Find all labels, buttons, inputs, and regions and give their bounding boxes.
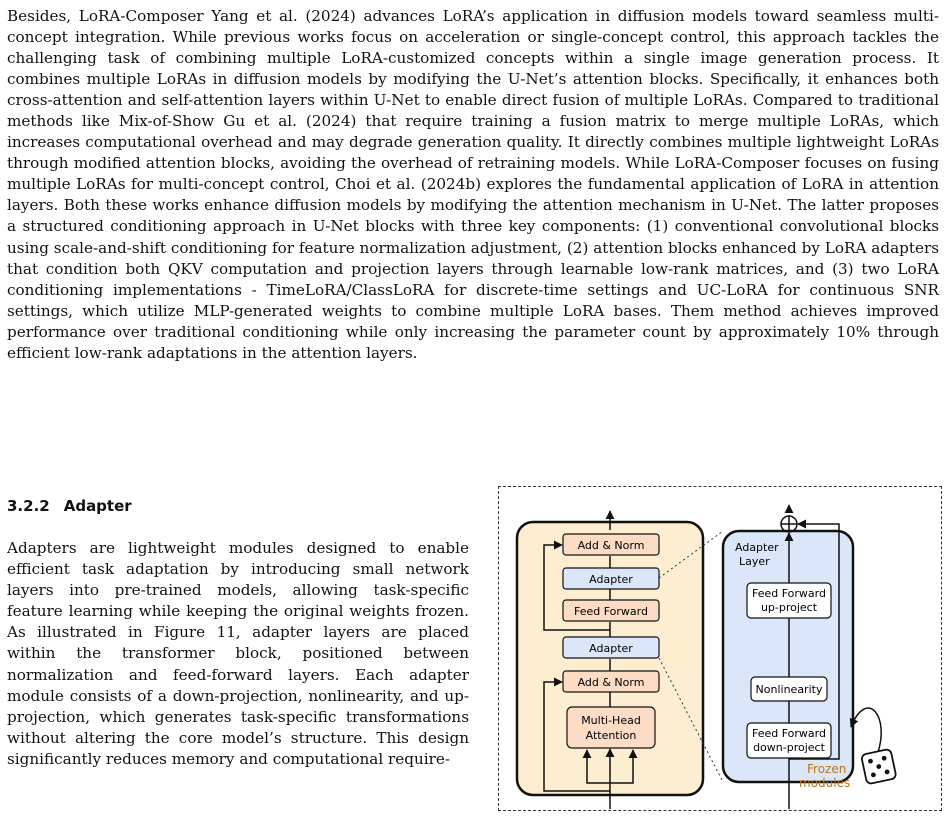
up-project-line1: Feed Forward	[752, 587, 826, 600]
feed-forward-box	[562, 599, 660, 622]
down-project-line1: Feed Forward	[752, 727, 826, 740]
add-norm-bottom-label: Add & Norm	[578, 676, 645, 689]
attention-input-arrow	[610, 749, 638, 784]
up-project-line2: up-project	[761, 601, 818, 614]
attention-label-line1: Multi-Head	[581, 714, 641, 727]
zoom-line	[658, 530, 724, 579]
zoom-line	[658, 657, 724, 783]
adapter-diagram: Add & Norm Adapter Feed Forward Adapter …	[515, 504, 897, 809]
add-norm-bottom-box	[562, 670, 660, 693]
frozen-dice-icon	[861, 748, 897, 785]
adapter-top-label: Adapter	[589, 573, 633, 586]
residual-connection-lower	[543, 677, 610, 792]
down-project-line2: down-project	[753, 741, 826, 754]
adapter-bottom-label: Adapter	[589, 642, 633, 655]
frozen-label-line2: modules	[799, 776, 850, 790]
adapter-skip-connection	[789, 519, 840, 760]
add-norm-top-box	[562, 533, 660, 556]
frozen-label-line1: Frozen	[807, 762, 846, 776]
frozen-pointer-arrow	[849, 707, 882, 756]
adapter-layer-label-line1: Adapter	[735, 541, 779, 554]
residual-connection-upper	[543, 540, 610, 631]
add-norm-top-label: Add & Norm	[578, 539, 645, 552]
body-paragraph-lora: Besides, LoRA-Composer Yang et al. (2024…	[7, 7, 939, 362]
feed-forward-label: Feed Forward	[574, 605, 648, 618]
adapter-top-box	[562, 567, 660, 590]
attention-input-arrow	[582, 749, 610, 784]
attention-label-line2: Attention	[586, 729, 637, 742]
up-project-box	[746, 582, 832, 619]
adapter-layer-label-line2: Layer	[739, 555, 770, 568]
section-title: Adapter	[63, 497, 132, 515]
adapter-figure: Add & Norm Adapter Feed Forward Adapter …	[498, 486, 942, 811]
section-heading: 3.2.2 Adapter	[7, 497, 132, 515]
adapter-bottom-box	[562, 636, 660, 659]
multi-head-attention-box	[566, 706, 656, 749]
body-paragraph-adapter: Adapters are lightweight modules designe…	[7, 539, 469, 768]
nonlinearity-label: Nonlinearity	[756, 683, 823, 696]
section-number: 3.2.2	[7, 497, 50, 515]
